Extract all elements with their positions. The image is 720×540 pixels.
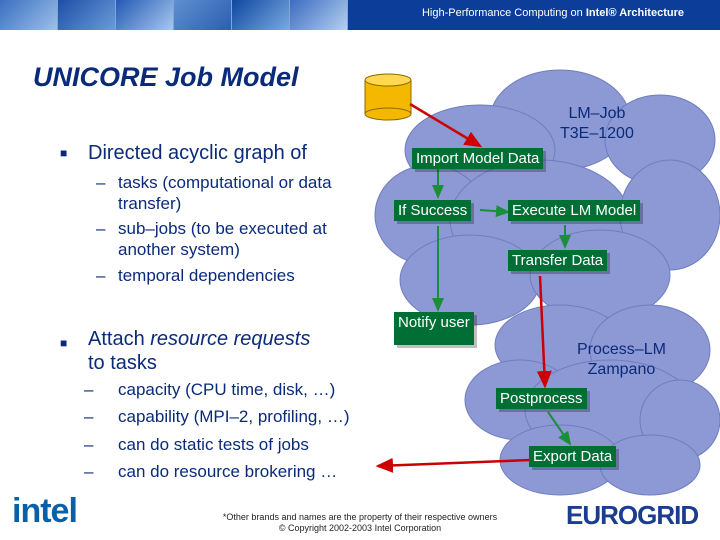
header-title: High-Performance Computing on Intel® Arc… — [421, 7, 684, 19]
footer-note-copyright: © Copyright 2002-2003 Intel Corporation — [278, 523, 442, 533]
sub-bullet-capability-text: capability (MPI–2, profiling, …) — [118, 407, 350, 426]
dash-marker: – — [96, 173, 106, 192]
sub-bullet-capacity-text: capacity (CPU time, disk, …) — [118, 380, 336, 399]
sub-bullet-static-tests: – can do static tests of jobs — [84, 434, 309, 455]
header-image-5 — [232, 0, 290, 30]
sub-bullet-temporal-text: temporal dependencies — [118, 266, 295, 285]
database-disk-icon — [364, 73, 412, 121]
footer-note-trademark: *Other brands and names are the property… — [222, 512, 498, 522]
cloud-label-process-lm: Process–LM Zampano — [577, 340, 666, 380]
dash-marker: – — [84, 462, 94, 481]
dash-marker: – — [96, 266, 106, 285]
bullet-square-icon: ■ — [60, 336, 68, 350]
bullet-resource-text-2: to tasks — [88, 352, 157, 374]
header-bar: High-Performance Computing on Intel® Arc… — [0, 0, 720, 30]
header-image-2 — [58, 0, 116, 30]
bullet-square-icon: ■ — [60, 146, 68, 160]
arrow-postprocess-to-export — [547, 411, 572, 446]
sub-bullet-brokering-text: can do resource brokering … — [118, 462, 338, 481]
sub-bullet-subjobs: – sub–jobs (to be executed at another sy… — [96, 218, 378, 260]
cloud-lm-job — [374, 69, 720, 326]
cloud-label-lm-job-line1: LM–Job — [568, 105, 626, 122]
sub-bullet-static-tests-text: can do static tests of jobs — [118, 435, 309, 454]
cloud-label-lm-job-line2: T3E–1200 — [560, 125, 634, 142]
node-postprocess: Postprocess — [496, 388, 587, 409]
bullet-dag-text: Directed acyclic graph of — [88, 142, 307, 164]
node-import-model-data: Import Model Data — [412, 148, 544, 169]
node-execute-lm-model: Execute LM Model — [508, 200, 641, 221]
bullet-dag: ■ Directed acyclic graph of — [60, 142, 307, 165]
node-transfer-data: Transfer Data — [508, 250, 608, 271]
eurogrid-logo: EUROGRID — [566, 500, 699, 530]
node-notify-user: Notify user — [394, 312, 474, 345]
intel-logo: intel — [12, 492, 78, 530]
dash-marker: – — [96, 219, 106, 238]
dash-marker: – — [84, 380, 94, 399]
sub-bullet-brokering: – can do resource brokering … — [84, 461, 338, 482]
node-export-data: Export Data — [529, 446, 617, 467]
node-if-success: If Success — [394, 200, 472, 221]
cloud-label-process-lm-line1: Process–LM — [577, 341, 666, 358]
sub-bullet-capability: – capability (MPI–2, profiling, …) — [84, 406, 350, 427]
arrow-export-to-disk — [375, 457, 531, 473]
bullet-resource-requests: ■ Attach resource requests to tasks — [60, 327, 311, 375]
arrow-disk-to-import — [409, 102, 483, 148]
header-image-3 — [116, 0, 174, 30]
footer-note: *Other brands and names are the property… — [170, 512, 550, 534]
header-image-1 — [0, 0, 58, 30]
dash-marker: – — [84, 407, 94, 426]
arrow-transfer-to-postprocess — [536, 275, 552, 389]
sub-bullet-subjobs-text: sub–jobs (to be executed at another syst… — [118, 219, 327, 259]
header-image-6 — [290, 0, 348, 30]
bullet-resource-text-1: Attach — [88, 328, 151, 350]
sub-bullet-temporal: – temporal dependencies — [96, 265, 378, 286]
slide-title: UNICORE Job Model — [33, 62, 299, 92]
bullet-resource-text-italic: resource requests — [150, 328, 311, 350]
arrow-if-to-execute — [479, 205, 510, 218]
sub-bullet-tasks-text: tasks (computational or data transfer) — [118, 173, 332, 213]
dash-marker: – — [84, 435, 94, 454]
header-image-4 — [174, 0, 232, 30]
cloud-label-process-lm-line2: Zampano — [587, 361, 656, 378]
sub-bullet-capacity: – capacity (CPU time, disk, …) — [84, 379, 336, 400]
sub-bullet-tasks: – tasks (computational or data transfer) — [96, 172, 378, 214]
cloud-label-lm-job: LM–Job T3E–1200 — [560, 104, 634, 144]
